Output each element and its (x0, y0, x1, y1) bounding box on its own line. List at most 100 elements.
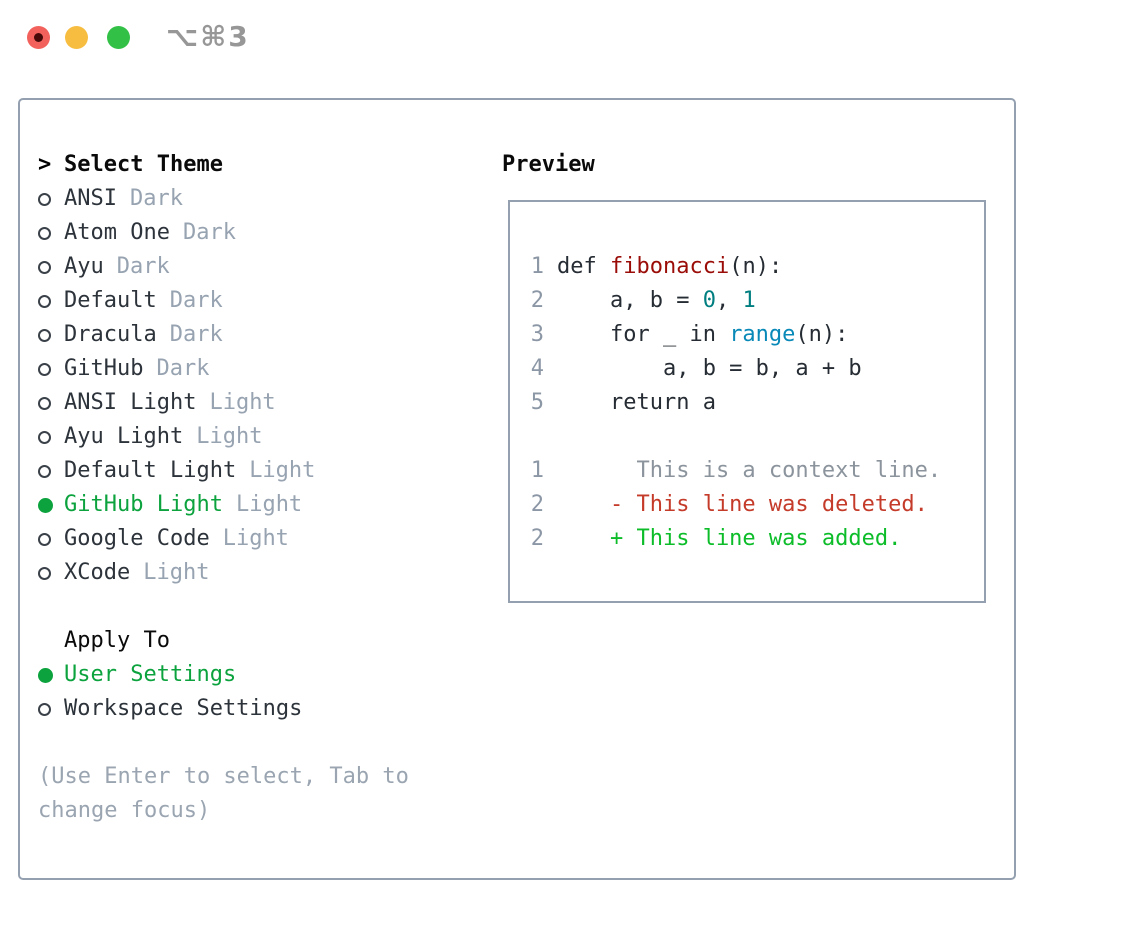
diff-line-context: 1 This is a context line. (528, 454, 984, 488)
line-number: 1 (530, 458, 544, 483)
diff-text: - This line was deleted. (557, 492, 928, 517)
code-token: 0 (702, 288, 716, 313)
apply-option-label: User Settings (64, 662, 237, 687)
theme-variant-badge: Dark (169, 288, 223, 313)
minimize-button-icon[interactable] (65, 26, 88, 49)
radio-icon (38, 294, 51, 308)
theme-name: GitHub Light (64, 492, 223, 517)
theme-option-xcode[interactable]: XCode Light (38, 556, 315, 590)
code-line: 5 return a (528, 386, 984, 420)
theme-name: Dracula (64, 322, 157, 347)
theme-option-ansi[interactable]: ANSI Dark (38, 182, 315, 216)
code-token: a, b = (557, 288, 703, 313)
radio-icon (38, 464, 51, 478)
code-token: return a (557, 390, 716, 415)
theme-list-title: Select Theme (64, 152, 223, 177)
theme-option-default[interactable]: Default Dark (38, 284, 315, 318)
theme-variant-badge: Dark (182, 220, 236, 245)
theme-name: ANSI (64, 186, 117, 211)
theme-variant-badge: Dark (169, 322, 223, 347)
radio-icon (38, 566, 51, 580)
window-title-shortcut: ⌥⌘3 (166, 20, 250, 53)
theme-variant-badge: Light (196, 424, 263, 449)
theme-name: Ayu Light (64, 424, 184, 449)
line-number: 1 (530, 254, 544, 279)
theme-variant-badge: Dark (156, 356, 210, 381)
radio-icon (38, 702, 51, 716)
code-token: 1 (742, 288, 756, 313)
theme-list-header: > Select Theme (38, 148, 315, 182)
code-line: 1 def fibonacci(n): (528, 250, 984, 284)
preview-title: Preview (502, 152, 595, 177)
theme-variant-badge: Light (143, 560, 210, 585)
apply-option-workspace-settings[interactable]: Workspace Settings (38, 692, 302, 726)
theme-option-dracula[interactable]: Dracula Dark (38, 318, 315, 352)
theme-name: ANSI Light (64, 390, 197, 415)
theme-option-ayu[interactable]: Ayu Dark (38, 250, 315, 284)
line-number: 2 (530, 526, 544, 551)
code-line: 2 a, b = 0, 1 (528, 284, 984, 318)
radio-icon (38, 226, 51, 240)
theme-variant-badge: Dark (116, 254, 170, 279)
theme-option-google-code[interactable]: Google Code Light (38, 522, 315, 556)
diff-line-added: 2 + This line was added. (528, 522, 984, 556)
line-number: 4 (530, 356, 544, 381)
theme-name: Ayu (64, 254, 104, 279)
theme-name: Google Code (64, 526, 210, 551)
line-number: 2 (530, 288, 544, 313)
apply-option-user-settings[interactable]: User Settings (38, 658, 302, 692)
code-token: (n): (729, 254, 783, 279)
keyboard-hint: (Use Enter to select, Tab to change focu… (38, 764, 409, 823)
radio-icon (38, 362, 51, 376)
line-number: 2 (530, 492, 544, 517)
close-button-icon[interactable] (27, 26, 50, 49)
code-token: range (729, 322, 796, 347)
diff-line-deleted: 2 - This line was deleted. (528, 488, 984, 522)
blank-line (528, 420, 984, 454)
theme-variant-badge: Light (222, 526, 289, 551)
code-token: for _ in (557, 322, 730, 347)
radio-icon (38, 497, 53, 513)
theme-option-ansi-light[interactable]: ANSI Light Light (38, 386, 315, 420)
theme-name: XCode (64, 560, 131, 585)
code-token: (n): (795, 322, 849, 347)
titlebar: ⌥⌘3 (0, 0, 1140, 75)
diff-text: + This line was added. (557, 526, 902, 551)
theme-option-ayu-light[interactable]: Ayu Light Light (38, 420, 315, 454)
theme-variant-badge: Light (209, 390, 276, 415)
code-token: def (557, 254, 610, 279)
theme-name: Default Light (64, 458, 237, 483)
theme-option-atom-one[interactable]: Atom One Dark (38, 216, 315, 250)
theme-name: Default (64, 288, 157, 313)
code-line: 3 for _ in range(n): (528, 318, 984, 352)
radio-icon (38, 430, 51, 444)
theme-name: GitHub (64, 356, 144, 381)
theme-option-github-light[interactable]: GitHub Light Light (38, 488, 315, 522)
line-number: 3 (530, 322, 544, 347)
theme-variant-badge: Light (235, 492, 303, 517)
apply-to-header: Apply To (38, 624, 302, 658)
radio-icon (38, 667, 53, 683)
code-token: a, b = b, a + b (557, 356, 862, 381)
theme-name: Atom One (64, 220, 170, 245)
diff-text: This is a context line. (557, 458, 942, 483)
radio-icon (38, 260, 51, 274)
prompt-icon: > (38, 152, 52, 177)
apply-to-title: Apply To (64, 628, 170, 653)
code-token: fibonacci (609, 254, 730, 279)
radio-icon (38, 328, 51, 342)
apply-option-label: Workspace Settings (64, 696, 303, 721)
theme-option-github[interactable]: GitHub Dark (38, 352, 315, 386)
zoom-button-icon[interactable] (107, 26, 130, 49)
code-token: , (715, 288, 743, 313)
line-number: 5 (530, 390, 544, 415)
radio-icon (38, 532, 51, 546)
theme-variant-badge: Dark (129, 186, 183, 211)
